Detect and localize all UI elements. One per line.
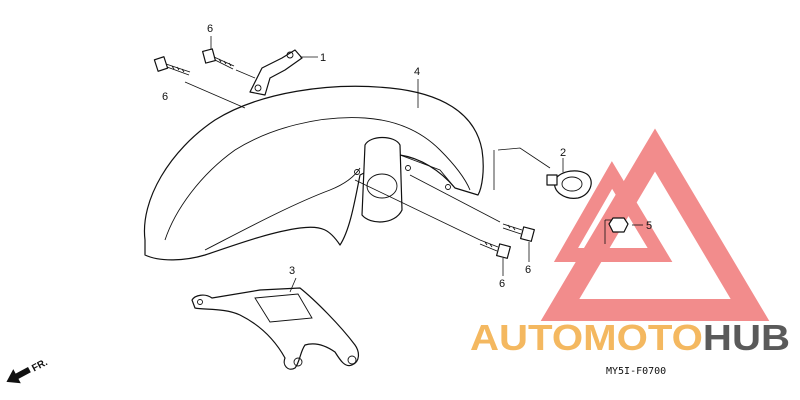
callout-6-upper-left: 6 — [162, 91, 168, 103]
nut — [608, 217, 629, 233]
watermark-logo — [540, 128, 770, 321]
callout-4: 4 — [414, 66, 420, 78]
callout-2: 2 — [560, 147, 566, 159]
bolt-upper-center — [202, 48, 235, 70]
bolt-lower-center — [479, 239, 511, 259]
direction-label: FR. — [30, 357, 50, 374]
leader-lines — [184, 56, 643, 293]
callout-5: 5 — [646, 220, 652, 232]
callout-6-lower-right: 6 — [525, 264, 531, 276]
bolt-lower-right — [502, 223, 535, 242]
callout-1: 1 — [320, 52, 326, 64]
figure-code: MY5I-F0700 — [606, 366, 666, 377]
callout-3: 3 — [289, 265, 295, 277]
watermark-brand-part2: HUB — [703, 317, 790, 358]
fender-brace — [191, 287, 359, 370]
fender-bracket — [249, 49, 303, 96]
bolt-upper-left — [153, 56, 191, 76]
front-direction-arrow: FR. — [6, 357, 50, 384]
front-fender — [143, 85, 484, 261]
callout-6-upper-center: 6 — [207, 23, 213, 35]
watermark-brand-part1: AUTOMOTO — [470, 317, 703, 358]
callout-6-lower-center: 6 — [499, 278, 505, 290]
grommet-clip — [546, 170, 592, 199]
